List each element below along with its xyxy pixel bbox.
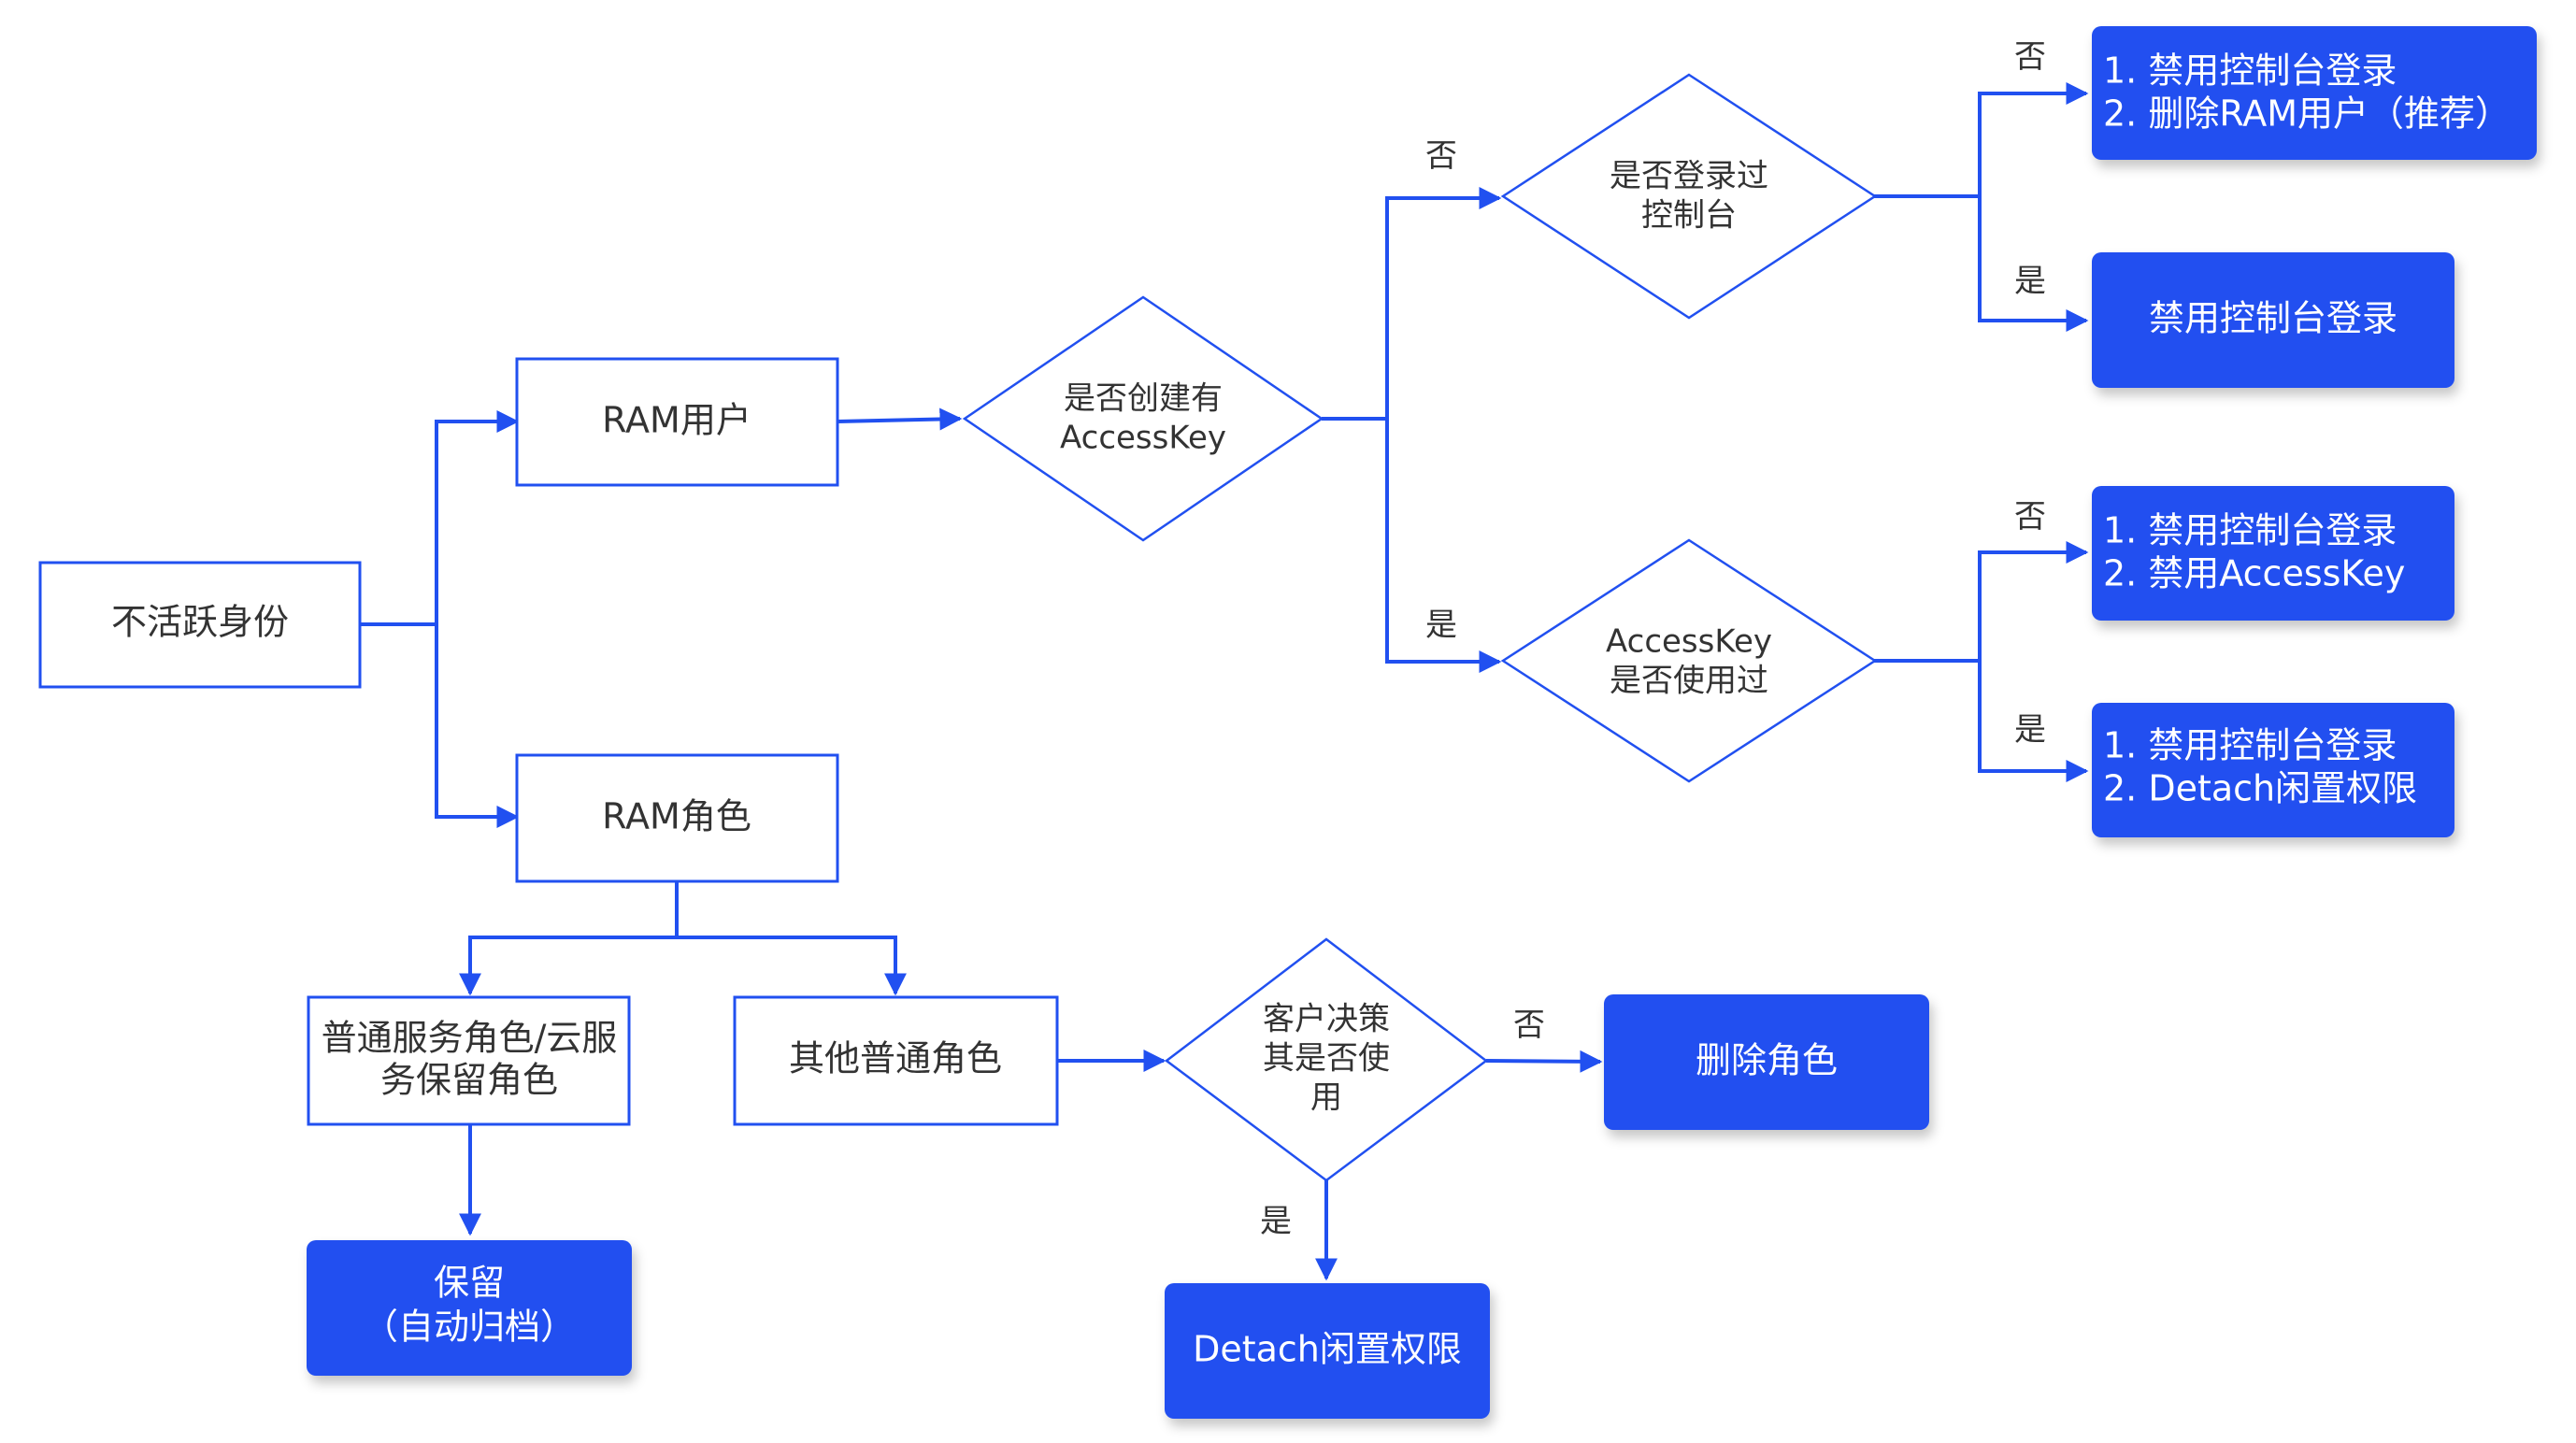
edge-to-ram-role (435, 624, 520, 828)
edge-customer-no (1485, 1050, 1603, 1073)
svg-text:客户决策: 客户决策 (1263, 1001, 1390, 1038)
edge-console-yes (1978, 196, 2089, 332)
action-disable-console: 禁用控制台登录 (2092, 252, 2454, 388)
edge-akused-no (1978, 541, 2089, 661)
node-other-role: 其他普通角色 (733, 995, 1059, 1126)
label-customer-yes: 是 (1260, 1203, 1292, 1240)
node-ram-user: RAM用户 (515, 357, 839, 487)
svg-text:其他普通角色: 其他普通角色 (789, 1038, 1002, 1079)
svg-text:保留: 保留 (434, 1263, 505, 1304)
edge-to-service-role (459, 936, 677, 996)
svg-text:RAM角色: RAM角色 (602, 796, 751, 837)
decision-customer: 客户决策 其是否使 用 (1164, 937, 1489, 1182)
svg-text:删除角色: 删除角色 (1696, 1040, 1838, 1081)
svg-text:2. Detach闲置权限: 2. Detach闲置权限 (2103, 768, 2417, 809)
node-service-role: 普通服务角色/云服 务保留角色 (307, 995, 631, 1126)
decision-nodes: 是否创建有 AccessKey 是否登录过 控制台 AccessKey 是否使用… (962, 73, 1878, 1182)
process-nodes: 不活跃身份 RAM用户 RAM角色 普通服务角色/云服 务保留角色 其他普通角色 (38, 357, 1059, 1126)
label-console-no: 否 (2014, 38, 2046, 76)
action-delete-role: 删除角色 (1604, 994, 1929, 1130)
svg-text:2. 禁用AccessKey: 2. 禁用AccessKey (2103, 553, 2405, 594)
action-keep-archive: 保留 （自动归档） (307, 1240, 632, 1376)
decision-console: 是否登录过 控制台 (1500, 73, 1878, 320)
edge-to-ram-user (435, 410, 520, 624)
action-nodes: 1. 禁用控制台登录 2. 删除RAM用户（推荐） 禁用控制台登录 1. 禁用控… (307, 26, 2537, 1419)
svg-text:RAM用户: RAM用户 (602, 400, 751, 441)
edge-accesskey-yes (1385, 419, 1502, 673)
svg-text:用: 用 (1310, 1079, 1342, 1117)
svg-text:（自动归档）: （自动归档） (363, 1307, 576, 1348)
action-detach-idle-permissions: Detach闲置权限 (1165, 1283, 1490, 1419)
action-disable-console-delete-user: 1. 禁用控制台登录 2. 删除RAM用户（推荐） (2092, 26, 2537, 160)
svg-text:是否创建有: 是否创建有 (1064, 380, 1223, 418)
svg-text:务保留角色: 务保留角色 (380, 1060, 558, 1101)
label-customer-no: 否 (1513, 1007, 1545, 1044)
label-akused-no: 否 (2014, 498, 2046, 536)
svg-text:Detach闲置权限: Detach闲置权限 (1193, 1329, 1462, 1370)
svg-text:AccessKey: AccessKey (1060, 420, 1226, 457)
svg-text:1. 禁用控制台登录: 1. 禁用控制台登录 (2103, 725, 2397, 766)
node-ram-role: RAM角色 (515, 753, 839, 883)
connectors (360, 82, 2089, 1281)
action-disable-console-detach: 1. 禁用控制台登录 2. Detach闲置权限 (2092, 703, 2454, 837)
label-accesskey-yes: 是 (1425, 607, 1457, 644)
svg-text:普通服务角色/云服: 普通服务角色/云服 (322, 1018, 618, 1059)
node-inactive-identity: 不活跃身份 (38, 561, 362, 689)
edge-akused-yes (1978, 661, 2089, 782)
svg-text:禁用控制台登录: 禁用控制台登录 (2149, 298, 2397, 339)
edge-to-other-role (677, 936, 907, 996)
label-akused-yes: 是 (2014, 711, 2046, 749)
edge-console-no (1978, 82, 2089, 196)
svg-text:2. 删除RAM用户（推荐）: 2. 删除RAM用户（推荐） (2103, 93, 2511, 135)
svg-text:其是否使: 其是否使 (1263, 1040, 1390, 1078)
edge-accesskey-no (1385, 187, 1502, 419)
svg-text:AccessKey: AccessKey (1606, 623, 1772, 661)
svg-text:1. 禁用控制台登录: 1. 禁用控制台登录 (2103, 510, 2397, 551)
decision-accesskey: 是否创建有 AccessKey (962, 295, 1324, 542)
svg-text:是否登录过: 是否登录过 (1610, 158, 1768, 195)
decision-ak-used: AccessKey 是否使用过 (1500, 538, 1878, 783)
svg-text:是否使用过: 是否使用过 (1610, 663, 1768, 700)
edge-ram-user-to-accesskey (837, 407, 963, 431)
label-accesskey-no: 否 (1425, 137, 1457, 175)
svg-text:控制台: 控制台 (1641, 197, 1737, 235)
label-console-yes: 是 (2014, 263, 2046, 300)
edge-labels: 否 是 否 是 否 是 否 是 (1260, 38, 2046, 1240)
action-disable-console-accesskey: 1. 禁用控制台登录 2. 禁用AccessKey (2092, 486, 2454, 621)
svg-text:不活跃身份: 不活跃身份 (111, 602, 289, 643)
svg-text:1. 禁用控制台登录: 1. 禁用控制台登录 (2103, 50, 2397, 92)
